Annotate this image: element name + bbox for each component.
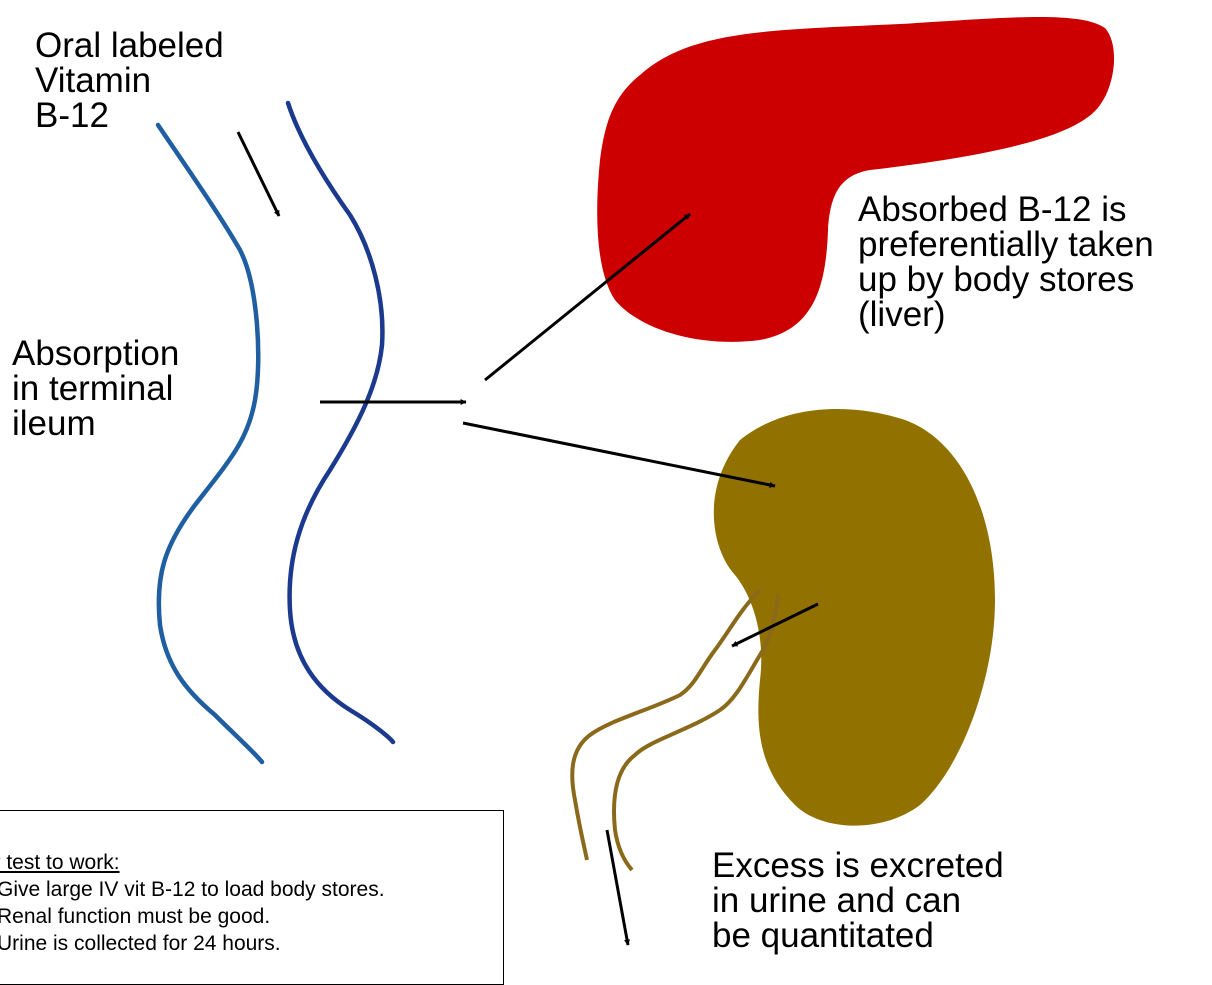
absorption-label-line-3: ileum [12,406,179,441]
test-requirements-list: Give large IV vit B-12 to load body stor… [0,876,504,957]
requirement-item: Give large IV vit B-12 to load body stor… [0,876,504,903]
intestine-right-wall [288,103,393,742]
oral-vitamin-label: Oral labeled Vitamin B-12 [35,28,224,133]
absorption-label-line-1: Absorption [12,336,179,371]
oral-label-line-3: B-12 [35,98,224,133]
to-kidney-arrow [463,423,775,486]
intestine-left-wall [158,125,262,762]
liver-label-line-3: up by body stores [858,262,1154,297]
absorption-label: Absorption in terminal ileum [12,336,179,441]
excretion-label: Excess is excreted in urine and can be q… [712,848,1004,953]
oral-label-line-1: Oral labeled [35,28,224,63]
liver-label-line-2: preferentially taken [858,227,1154,262]
test-requirements-box: For test to work: Give large IV vit B-12… [0,810,504,985]
absorption-label-line-2: in terminal [12,371,179,406]
requirement-item: Renal function must be good. [0,903,504,930]
excretion-label-line-3: be quantitated [712,918,1004,953]
oral-label-line-2: Vitamin [35,63,224,98]
test-requirements-heading: For test to work: [0,849,504,876]
requirement-item: Urine is collected for 24 hours. [0,930,504,957]
liver-label-line-1: Absorbed B-12 is [858,192,1154,227]
excretion-label-line-2: in urine and can [712,883,1004,918]
excretion-label-line-1: Excess is excreted [712,848,1004,883]
liver-label-line-4: (liver) [858,297,1154,332]
kidney-shape [714,409,995,826]
liver-storage-label: Absorbed B-12 is preferentially taken up… [858,192,1154,332]
ingestion-arrow [238,132,279,216]
ureter-left-wall [572,590,760,860]
